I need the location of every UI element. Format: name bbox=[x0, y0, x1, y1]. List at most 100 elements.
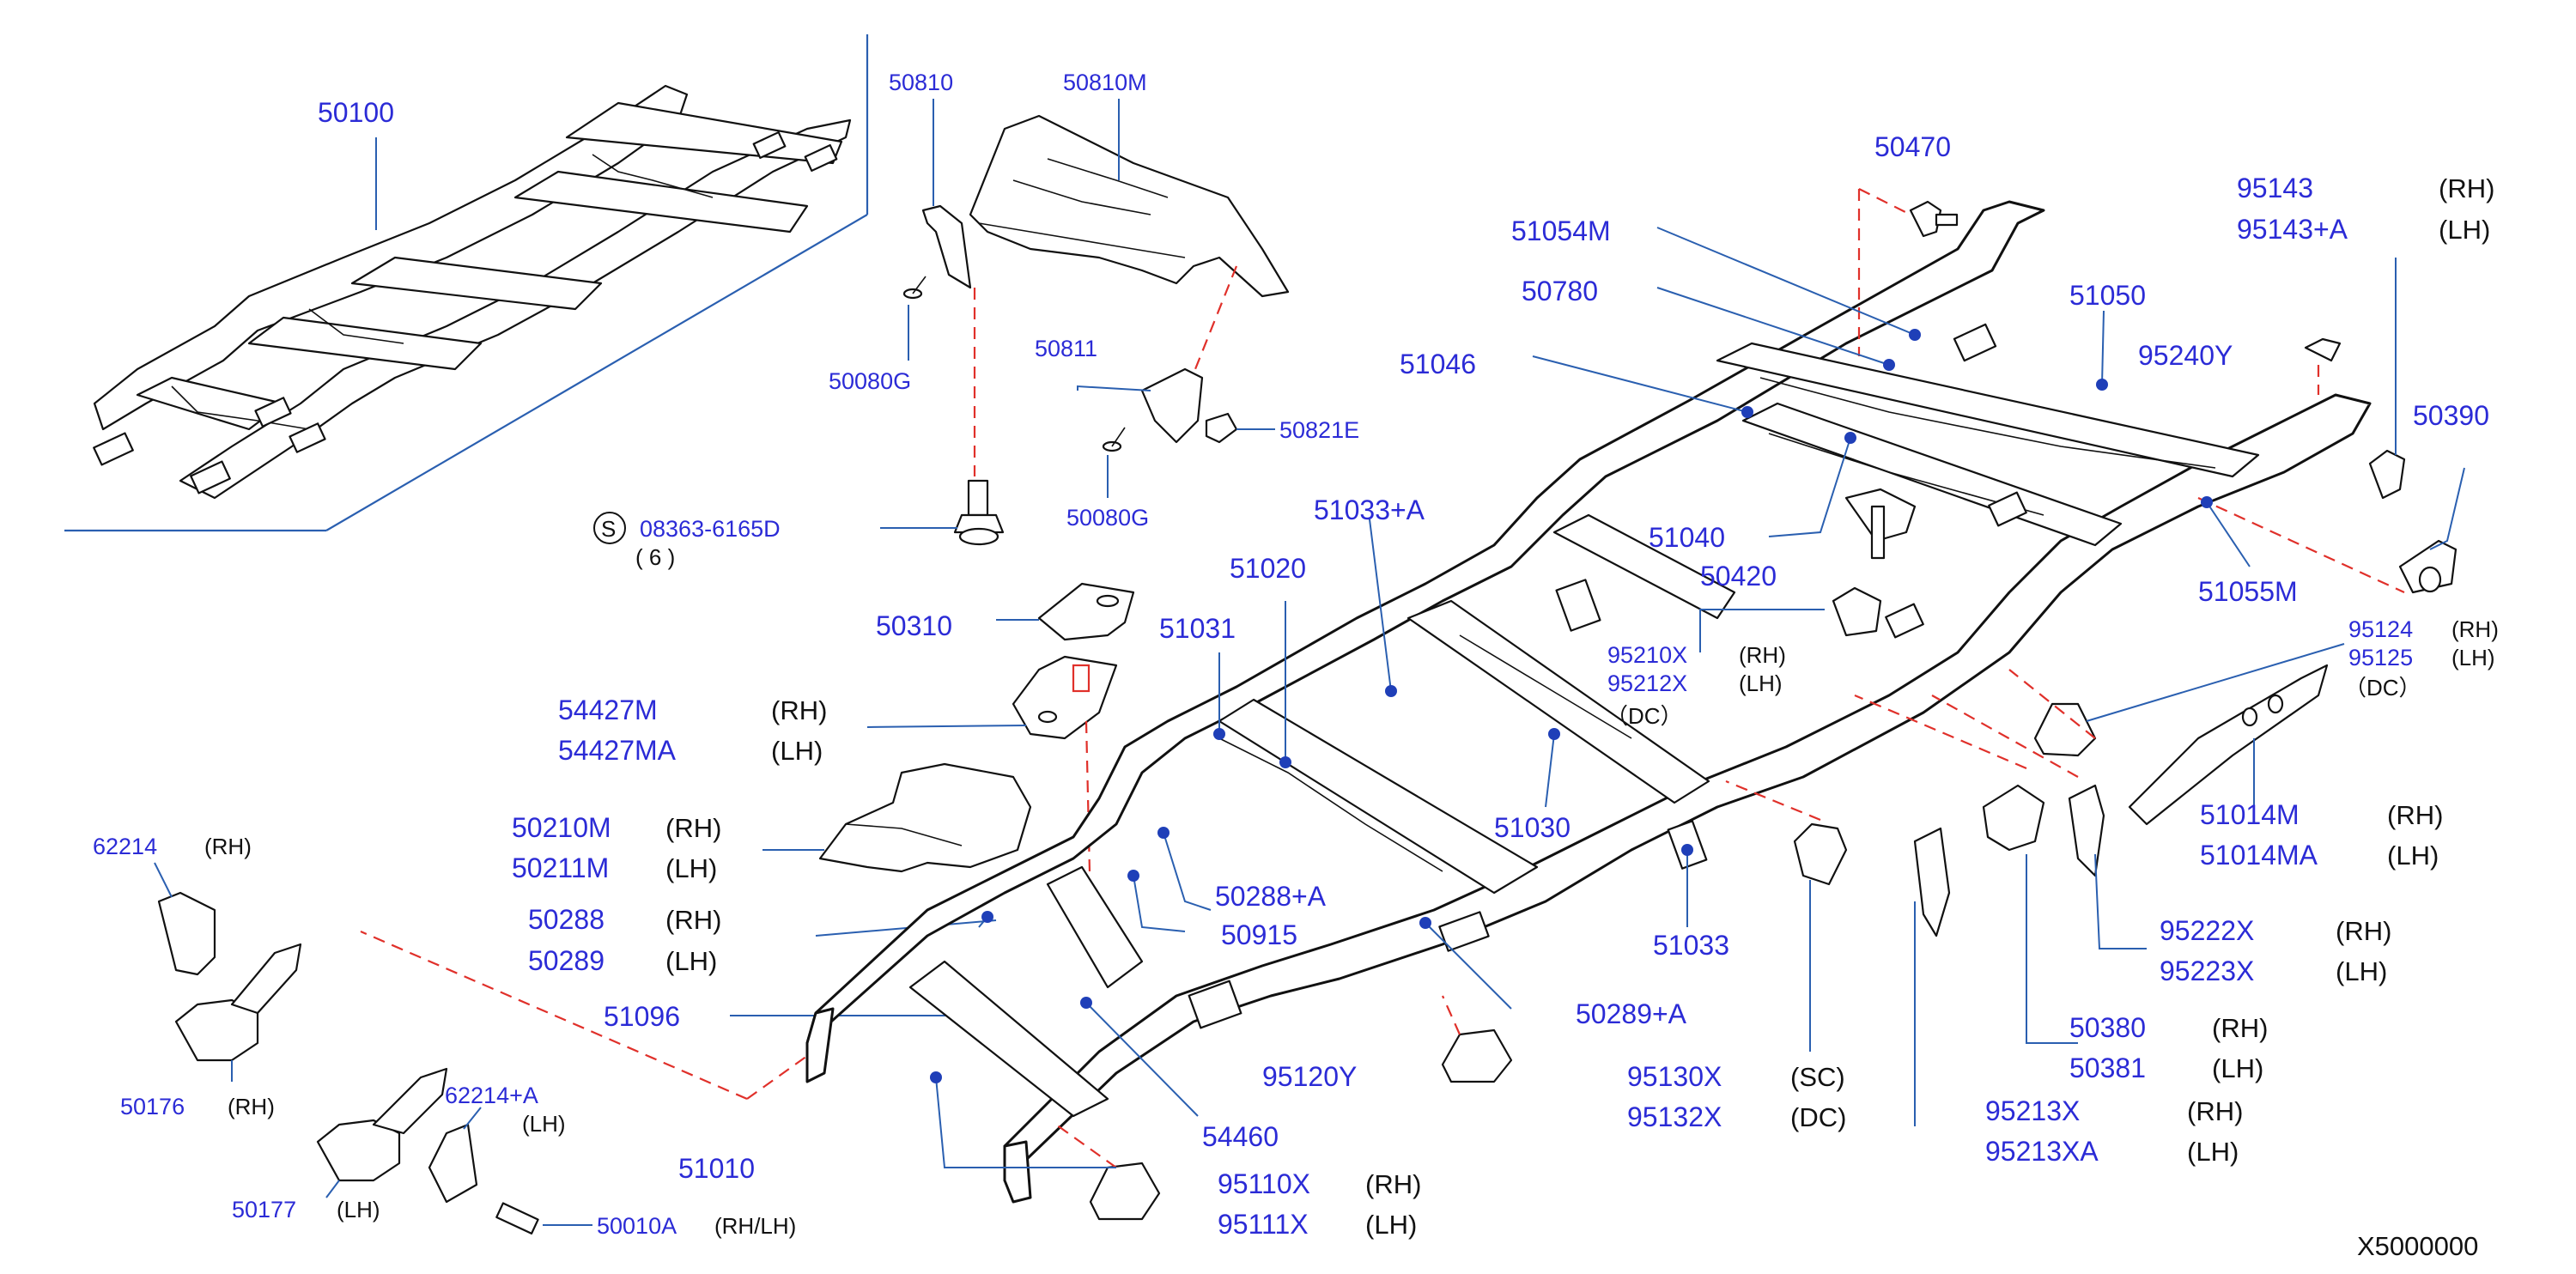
mounts-lower-right-drawing bbox=[1793, 784, 2105, 937]
label-95111X: 95111X bbox=[1218, 1209, 1309, 1240]
label-50420: 50420 bbox=[1700, 561, 1777, 592]
label-51096: 51096 bbox=[604, 1001, 680, 1032]
label-50010A: 50010A bbox=[597, 1213, 677, 1239]
label-50810M: 50810M bbox=[1063, 70, 1147, 95]
qual-95125: (LH) bbox=[2451, 645, 2495, 670]
bolt-quantity: ( 6 ) bbox=[635, 544, 675, 570]
label-95222X: 95222X bbox=[2160, 915, 2254, 946]
label-51050: 51050 bbox=[2069, 280, 2146, 311]
mount-54427M-drawing bbox=[1012, 655, 1118, 740]
label-95210X: 95210X bbox=[1607, 642, 1687, 668]
label-95125: 95125 bbox=[2348, 645, 2413, 670]
qual-50176: (RH) bbox=[228, 1094, 275, 1119]
label-51031: 51031 bbox=[1159, 613, 1236, 644]
qual-50380: (RH) bbox=[2212, 1013, 2268, 1043]
qual-95223X: (LH) bbox=[2336, 956, 2387, 986]
qual-51014MA: (LH) bbox=[2387, 840, 2439, 871]
qual-51014M: (RH) bbox=[2387, 800, 2443, 830]
mount-95120Y-drawing bbox=[1441, 1028, 1513, 1083]
label-95130X: 95130X bbox=[1627, 1061, 1722, 1092]
label-54460: 54460 bbox=[1202, 1121, 1279, 1152]
qual-95143: (RH) bbox=[2439, 173, 2494, 203]
qual-95111X: (LH) bbox=[1365, 1210, 1417, 1240]
qual-95124: (RH) bbox=[2451, 616, 2499, 642]
qual-54427M: (RH) bbox=[771, 695, 827, 725]
label-51046: 51046 bbox=[1400, 349, 1476, 379]
main-chassis-frame-drawing bbox=[805, 200, 2372, 1204]
qual-50211M: (LH) bbox=[665, 853, 717, 883]
label-51040: 51040 bbox=[1649, 522, 1725, 553]
label-62214A: 62214+A bbox=[445, 1083, 538, 1108]
label-50176: 50176 bbox=[120, 1094, 185, 1119]
label-08363-6165D: 08363-6165D bbox=[640, 516, 781, 542]
label-51014MA: 51014MA bbox=[2200, 840, 2318, 871]
qual-62214: (RH) bbox=[204, 834, 252, 859]
qual-95212X: (LH) bbox=[1739, 670, 1783, 696]
qual-95143A: (LH) bbox=[2439, 215, 2490, 245]
label-50810: 50810 bbox=[889, 70, 953, 95]
label-50821E: 50821E bbox=[1279, 417, 1359, 443]
label-95223X: 95223X bbox=[2160, 956, 2254, 986]
label-95132X: 95132X bbox=[1627, 1101, 1722, 1132]
body-mounts-left-drawing bbox=[157, 891, 539, 1235]
label-51054M: 51054M bbox=[1511, 215, 1611, 246]
bushing-50390-drawing bbox=[2398, 539, 2458, 594]
label-50470: 50470 bbox=[1874, 131, 1951, 162]
label-62214: 62214 bbox=[93, 834, 157, 859]
label-95120Y: 95120Y bbox=[1262, 1061, 1357, 1092]
qual-50381: (LH) bbox=[2212, 1053, 2263, 1083]
label-50177: 50177 bbox=[232, 1197, 296, 1222]
label-50811: 50811 bbox=[1035, 336, 1097, 361]
qual-95110X: (RH) bbox=[1365, 1169, 1421, 1199]
label-51010: 51010 bbox=[678, 1153, 755, 1184]
frame-assembly-inset-drawing bbox=[93, 84, 852, 500]
bolt-drawing bbox=[953, 479, 1005, 546]
label-51020: 51020 bbox=[1230, 553, 1306, 584]
label-51033A: 51033+A bbox=[1314, 494, 1425, 525]
mount-50420-drawing bbox=[1832, 488, 1917, 637]
bracket-95240Y-drawing bbox=[2304, 337, 2342, 362]
qual-95132X: (DC) bbox=[1790, 1102, 1846, 1132]
label-50780: 50780 bbox=[1522, 276, 1598, 306]
label-51014M: 51014M bbox=[2200, 799, 2300, 830]
qual-95213XA: (LH) bbox=[2187, 1137, 2239, 1167]
crossmember-50210M-drawing bbox=[818, 762, 1032, 873]
qual-95213X: (RH) bbox=[2187, 1096, 2243, 1126]
label-95213XA: 95213XA bbox=[1985, 1136, 2099, 1167]
bracket-95124-drawing bbox=[2033, 702, 2097, 757]
qual-95222X: (RH) bbox=[2336, 916, 2391, 946]
qual-95130X: (SC) bbox=[1790, 1062, 1845, 1092]
label-50289A: 50289+A bbox=[1576, 998, 1687, 1029]
label-50381: 50381 bbox=[2069, 1053, 2146, 1083]
qual-50177: (LH) bbox=[337, 1197, 380, 1222]
bolt-symbol: S bbox=[601, 516, 616, 542]
bracket-50470-drawing bbox=[1909, 200, 1959, 238]
qual-50289: (LH) bbox=[665, 946, 717, 976]
inset-separator bbox=[64, 34, 869, 532]
bracket-95143-drawing bbox=[2368, 449, 2406, 500]
label-95240Y: 95240Y bbox=[2138, 340, 2233, 371]
label-95110X: 95110X bbox=[1218, 1168, 1310, 1199]
qual-95210X: (RH) bbox=[1739, 642, 1786, 668]
label-51033: 51033 bbox=[1653, 930, 1729, 961]
label-54427M: 54427M bbox=[558, 695, 658, 725]
qual-dc-95212X: （DC） bbox=[1606, 703, 1683, 729]
label-50390: 50390 bbox=[2413, 400, 2489, 431]
qual-54427MA: (LH) bbox=[771, 736, 823, 766]
label-50211M: 50211M bbox=[512, 852, 609, 883]
qual-dc-95125: （DC） bbox=[2344, 675, 2421, 701]
label-95143: 95143 bbox=[2237, 173, 2313, 203]
label-54427MA: 54427MA bbox=[558, 735, 677, 766]
bracket-50310-drawing bbox=[1037, 582, 1135, 641]
label-95143A: 95143+A bbox=[2237, 214, 2348, 245]
label-95213X: 95213X bbox=[1985, 1095, 2080, 1126]
label-50210M: 50210M bbox=[512, 812, 611, 843]
label-50288A: 50288+A bbox=[1215, 881, 1327, 912]
bolt-symbol-circle bbox=[593, 512, 626, 544]
label-50289: 50289 bbox=[528, 945, 605, 976]
label-95212X: 95212X bbox=[1607, 670, 1687, 696]
label-50915: 50915 bbox=[1221, 919, 1297, 950]
rail-51014M-drawing bbox=[2128, 664, 2329, 826]
label-51055M: 51055M bbox=[2198, 576, 2298, 607]
